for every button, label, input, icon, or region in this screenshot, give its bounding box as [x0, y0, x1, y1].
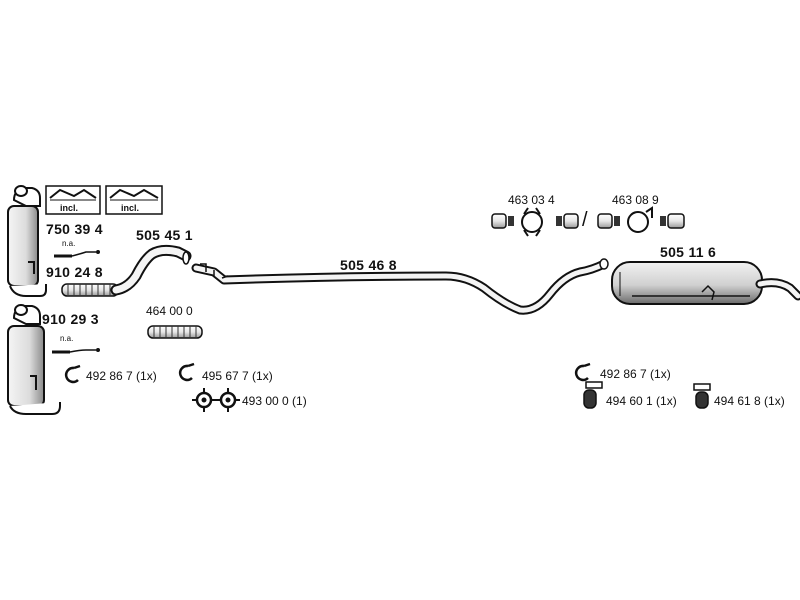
label-clamp-set-b: 463 08 9 [612, 193, 659, 207]
incl-box-2 [105, 185, 163, 215]
catalyst-top[interactable] [7, 185, 47, 297]
middle-pipe[interactable] [191, 259, 609, 315]
clamp-set-a[interactable] [491, 207, 579, 237]
label-middle-pipe: 505 46 8 [340, 257, 397, 273]
flex-tube[interactable] [147, 325, 203, 339]
label-clip-front: 492 86 7 (1x) [86, 369, 157, 383]
catalyst-bottom[interactable] [7, 304, 61, 415]
incl-label-1: incl. [60, 203, 79, 213]
separator-slash: / [582, 209, 588, 231]
label-rear-muffler: 505 11 6 [660, 244, 717, 260]
label-rubber-mount-a: 494 60 1 (1x) [606, 394, 677, 408]
clamp-set-b[interactable] [597, 206, 685, 233]
clip-rear-icon [574, 362, 591, 382]
rubber-mount-b-icon [693, 383, 711, 409]
label-catalyst-top: 750 39 4 [46, 221, 103, 237]
sensor-top [54, 250, 100, 258]
gasket-set-icon [192, 388, 240, 412]
label-flex-pipe: 910 24 8 [46, 264, 103, 280]
rubber-mount-a-icon [583, 381, 603, 409]
clip-front-icon [64, 364, 81, 384]
label-rubber-mount-b: 494 61 8 (1x) [714, 394, 785, 408]
rear-muffler[interactable] [599, 258, 800, 305]
label-gasket-set: 493 00 0 (1) [242, 394, 307, 408]
sensor-bottom [52, 348, 100, 354]
label-flex-tube: 464 00 0 [146, 304, 193, 318]
note-catalyst-top: n.a. [62, 239, 76, 248]
label-front-pipe: 505 45 1 [136, 227, 193, 243]
front-pipe[interactable] [110, 244, 192, 296]
label-clamp-set-a: 463 03 4 [508, 193, 555, 207]
label-clip-rear: 492 86 7 (1x) [600, 367, 671, 381]
note-catalyst-bottom: n.a. [60, 334, 74, 343]
clip-middle-icon [178, 362, 195, 382]
incl-label-2: incl. [121, 203, 140, 213]
flex-pipe[interactable] [61, 283, 119, 297]
label-clip-middle: 495 67 7 (1x) [202, 369, 273, 383]
incl-box-1 [45, 185, 101, 215]
label-catalyst-bottom: 910 29 3 [42, 311, 99, 327]
